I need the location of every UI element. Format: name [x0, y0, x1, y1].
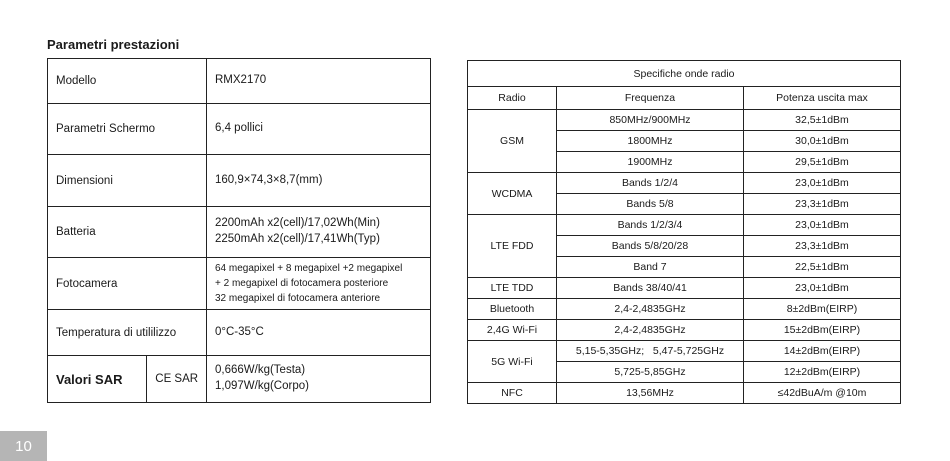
frequency-cell: 2,4-2,4835GHz — [556, 319, 744, 341]
frequency-cell: 1900MHz — [556, 151, 744, 173]
power-cell: 22,5±1dBm — [743, 256, 901, 278]
frequency-cell: 5,15-5,35GHz; 5,47-5,725GHz — [556, 340, 744, 362]
param-value: 6,4 pollici — [206, 103, 431, 155]
param-label: Parametri Schermo — [47, 103, 207, 155]
table-row: NFC 13,56MHz ≤42dBuA/m @10m — [467, 382, 901, 404]
param-value: 64 megapixel + 8 megapixel +2 megapixel … — [206, 257, 431, 310]
value-line: + 2 megapixel di fotocamera posteriore — [215, 278, 389, 289]
column-header: Potenza uscita max — [743, 86, 901, 110]
frequency-cell: 850MHz/900MHz — [556, 109, 744, 131]
radio-cell: 5G Wi-Fi — [467, 340, 557, 383]
radio-cell: NFC — [467, 382, 557, 404]
power-cell: 23,3±1dBm — [743, 193, 901, 215]
section-title: Parametri prestazioni — [47, 37, 180, 52]
power-cell: 23,3±1dBm — [743, 235, 901, 257]
frequency-cell: Bands 1/2/4 — [556, 172, 744, 194]
frequency-cell: Bands 5/8 — [556, 193, 744, 215]
param-label: Temperatura di utililizzo — [47, 309, 207, 356]
performance-parameters-table: Modello RMX2170 Parametri Schermo 6,4 po… — [46, 58, 431, 403]
table-row: LTE FDD Bands 1/2/3/4 23,0±1dBm — [467, 214, 901, 278]
column-header: Radio — [467, 86, 557, 110]
power-cell: 14±2dBm(EIRP) — [743, 340, 901, 362]
frequency-cell: 2,4-2,4835GHz — [556, 298, 744, 320]
table-row: Band 7 22,5±1dBm — [468, 256, 901, 278]
radio-cell: LTE FDD — [467, 214, 557, 278]
table-row: Dimensioni 160,9×74,3×8,7(mm) — [47, 154, 431, 207]
table-caption: Specifiche onde radio — [467, 60, 901, 87]
value-line: 32 megapixel di fotocamera anteriore — [215, 293, 381, 304]
param-label: Dimensioni — [47, 154, 207, 207]
radio-specs-table: Specifiche onde radio Radio Frequenza Po… — [467, 60, 901, 404]
value-line: 1,097W/kg(Corpo) — [215, 380, 309, 392]
sar-value: 0,666W/kg(Testa) 1,097W/kg(Corpo) — [206, 355, 431, 403]
frequency-cell: Bands 5/8/20/28 — [556, 235, 744, 257]
radio-cell: Bluetooth — [467, 298, 557, 320]
radio-cell: WCDMA — [467, 172, 557, 215]
power-cell: 29,5±1dBm — [743, 151, 901, 173]
table-row: GSM 850MHz/900MHz 32,5±1dBm — [467, 109, 901, 173]
table-row: LTE TDD Bands 38/40/41 23,0±1dBm — [467, 277, 901, 299]
power-cell: 23,0±1dBm — [743, 214, 901, 236]
power-cell: 23,0±1dBm — [743, 172, 901, 194]
table-row: Fotocamera 64 megapixel + 8 megapixel +2… — [47, 257, 431, 310]
power-cell: 30,0±1dBm — [743, 130, 901, 152]
table-row: Modello RMX2170 — [47, 58, 431, 104]
value-line: 64 megapixel + 8 megapixel +2 megapixel — [215, 263, 403, 274]
value-line: 0,666W/kg(Testa) — [215, 364, 306, 377]
frequency-cell: 13,56MHz — [556, 382, 744, 404]
radio-cell: 2,4G Wi-Fi — [467, 319, 557, 341]
power-cell: 8±2dBm(EIRP) — [743, 298, 901, 320]
table-row: Temperatura di utililizzo 0°C-35°C — [47, 309, 431, 356]
frequency-cell: 1800MHz — [556, 130, 744, 152]
table-row: 2,4G Wi-Fi 2,4-2,4835GHz 15±2dBm(EIRP) — [467, 319, 901, 341]
table-header-row: Radio Frequenza Potenza uscita max — [467, 86, 901, 110]
value-line: 2250mAh x2(cell)/17,41Wh(Typ) — [215, 233, 380, 245]
param-label: Modello — [47, 58, 207, 104]
power-cell: 32,5±1dBm — [743, 109, 901, 131]
param-value: 160,9×74,3×8,7(mm) — [206, 154, 431, 207]
frequency-cell: Bands 38/40/41 — [556, 277, 744, 299]
value-line: 2200mAh x2(cell)/17,02Wh(Min) — [215, 217, 380, 230]
frequency-cell: Band 7 — [556, 256, 744, 278]
table-row: WCDMA Bands 1/2/4 23,0±1dBm — [467, 172, 901, 215]
table-row: 5G Wi-Fi 5,15-5,35GHz; 5,47-5,725GHz 14±… — [467, 340, 901, 383]
param-value: RMX2170 — [206, 58, 431, 104]
table-caption-row: Specifiche onde radio — [467, 60, 901, 87]
frequency-cell: 5,725-5,85GHz — [556, 361, 744, 383]
power-cell: 23,0±1dBm — [743, 277, 901, 299]
param-value: 2200mAh x2(cell)/17,02Wh(Min) 2250mAh x2… — [206, 206, 431, 258]
table-row: Parametri Schermo 6,4 pollici — [47, 103, 431, 155]
radio-cell: LTE TDD — [467, 277, 557, 299]
table-row: Bluetooth 2,4-2,4835GHz 8±2dBm(EIRP) — [467, 298, 901, 320]
frequency-cell: Bands 1/2/3/4 — [556, 214, 744, 236]
table-row: Batteria 2200mAh x2(cell)/17,02Wh(Min) 2… — [47, 206, 431, 258]
power-cell: 15±2dBm(EIRP) — [743, 319, 901, 341]
sar-label: Valori SAR — [46, 355, 148, 403]
table-row: Bands 5/8 23,3±1dBm — [468, 193, 901, 215]
radio-cell: GSM — [467, 109, 557, 173]
param-label: Batteria — [47, 206, 207, 258]
page-number: 10 — [0, 431, 47, 461]
column-header: Frequenza — [556, 86, 744, 110]
power-cell: ≤42dBuA/m @10m — [743, 382, 901, 404]
sar-sublabel: CE SAR — [146, 355, 207, 403]
param-label: Fotocamera — [47, 257, 207, 310]
power-cell: 12±2dBm(EIRP) — [743, 361, 901, 383]
table-row: Valori SAR CE SAR 0,666W/kg(Testa) 1,097… — [46, 355, 431, 403]
param-value: 0°C-35°C — [206, 309, 431, 356]
